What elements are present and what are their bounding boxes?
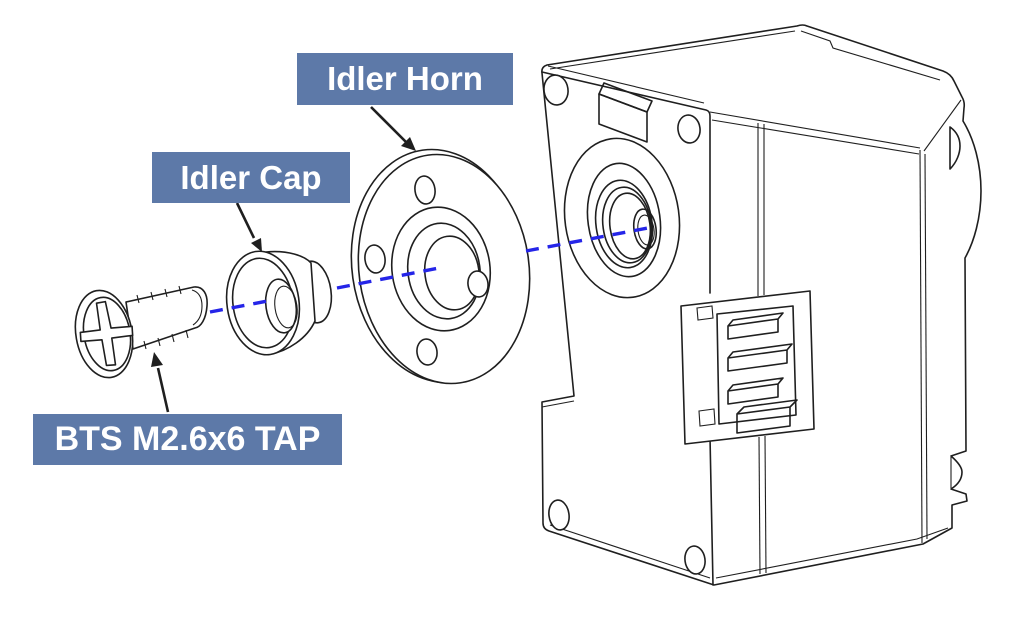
servo-actuator-body <box>541 24 982 586</box>
back-band <box>800 30 941 81</box>
label-bts-screw: BTS M2.6x6 TAP <box>33 414 342 465</box>
corner-hole-bottom-left <box>548 499 570 531</box>
connector-pin-2 <box>727 343 793 372</box>
screw-thread-ticks <box>136 285 189 350</box>
idler-hub-bearing <box>563 137 681 299</box>
front-plate-right-edge-lower <box>709 436 714 586</box>
corner-hole-top-right <box>677 114 701 144</box>
connector-pin-3 <box>727 377 784 405</box>
horn-hole-bottom <box>416 338 438 366</box>
connector-tab-top <box>696 305 714 321</box>
front-plate-top-chamfer <box>547 65 705 104</box>
top-slot <box>598 82 653 143</box>
case-seam-right-b <box>924 153 928 540</box>
phillips-cross <box>79 300 134 367</box>
side-top-band-b <box>711 119 920 155</box>
arrow-to-idler-cap <box>235 202 262 252</box>
horn-bore-inner <box>423 235 481 311</box>
cap-hole <box>264 278 298 334</box>
idler-cap-part <box>225 250 333 356</box>
connector-pin-4 <box>736 399 798 434</box>
left-notch-step <box>541 400 575 408</box>
front-plate-bottom-inner <box>549 524 711 579</box>
connector-tab-bottom <box>698 408 716 427</box>
bts-screw-part <box>74 285 208 379</box>
bottom-chamfer <box>715 527 949 579</box>
assembly-axis-line <box>209 226 649 314</box>
corner-hole-top-left <box>543 74 569 106</box>
front-plate-top-edge <box>541 71 711 294</box>
case-seam-mid-lower-b <box>764 435 767 574</box>
arrow-to-idler-horn <box>370 106 416 151</box>
corner-facet <box>923 99 962 152</box>
case-seam-mid-lower-a <box>758 436 761 575</box>
horn-hole-right <box>467 270 489 298</box>
label-idler-cap: Idler Cap <box>152 152 350 203</box>
idler-horn-part <box>350 148 531 385</box>
screw-tip-chamfer <box>191 289 203 326</box>
horn-hole-left <box>364 244 386 274</box>
connector-port-recess <box>680 290 815 445</box>
horn-bore <box>406 222 482 320</box>
side-latch-crescent-top <box>949 126 961 170</box>
cap-hole-inner <box>274 285 298 329</box>
arrow-to-screw <box>151 352 170 413</box>
side-top-band-a <box>709 111 921 149</box>
connector-pin-1 <box>727 312 784 340</box>
case-seam-right-a <box>919 149 923 544</box>
corner-hole-bottom-right <box>684 545 706 575</box>
horn-hole-top <box>414 175 436 205</box>
label-idler-horn: Idler Horn <box>297 53 513 105</box>
horn-disc <box>357 153 531 385</box>
screw-shaft <box>125 286 208 350</box>
top-ridge-inner <box>549 30 796 70</box>
